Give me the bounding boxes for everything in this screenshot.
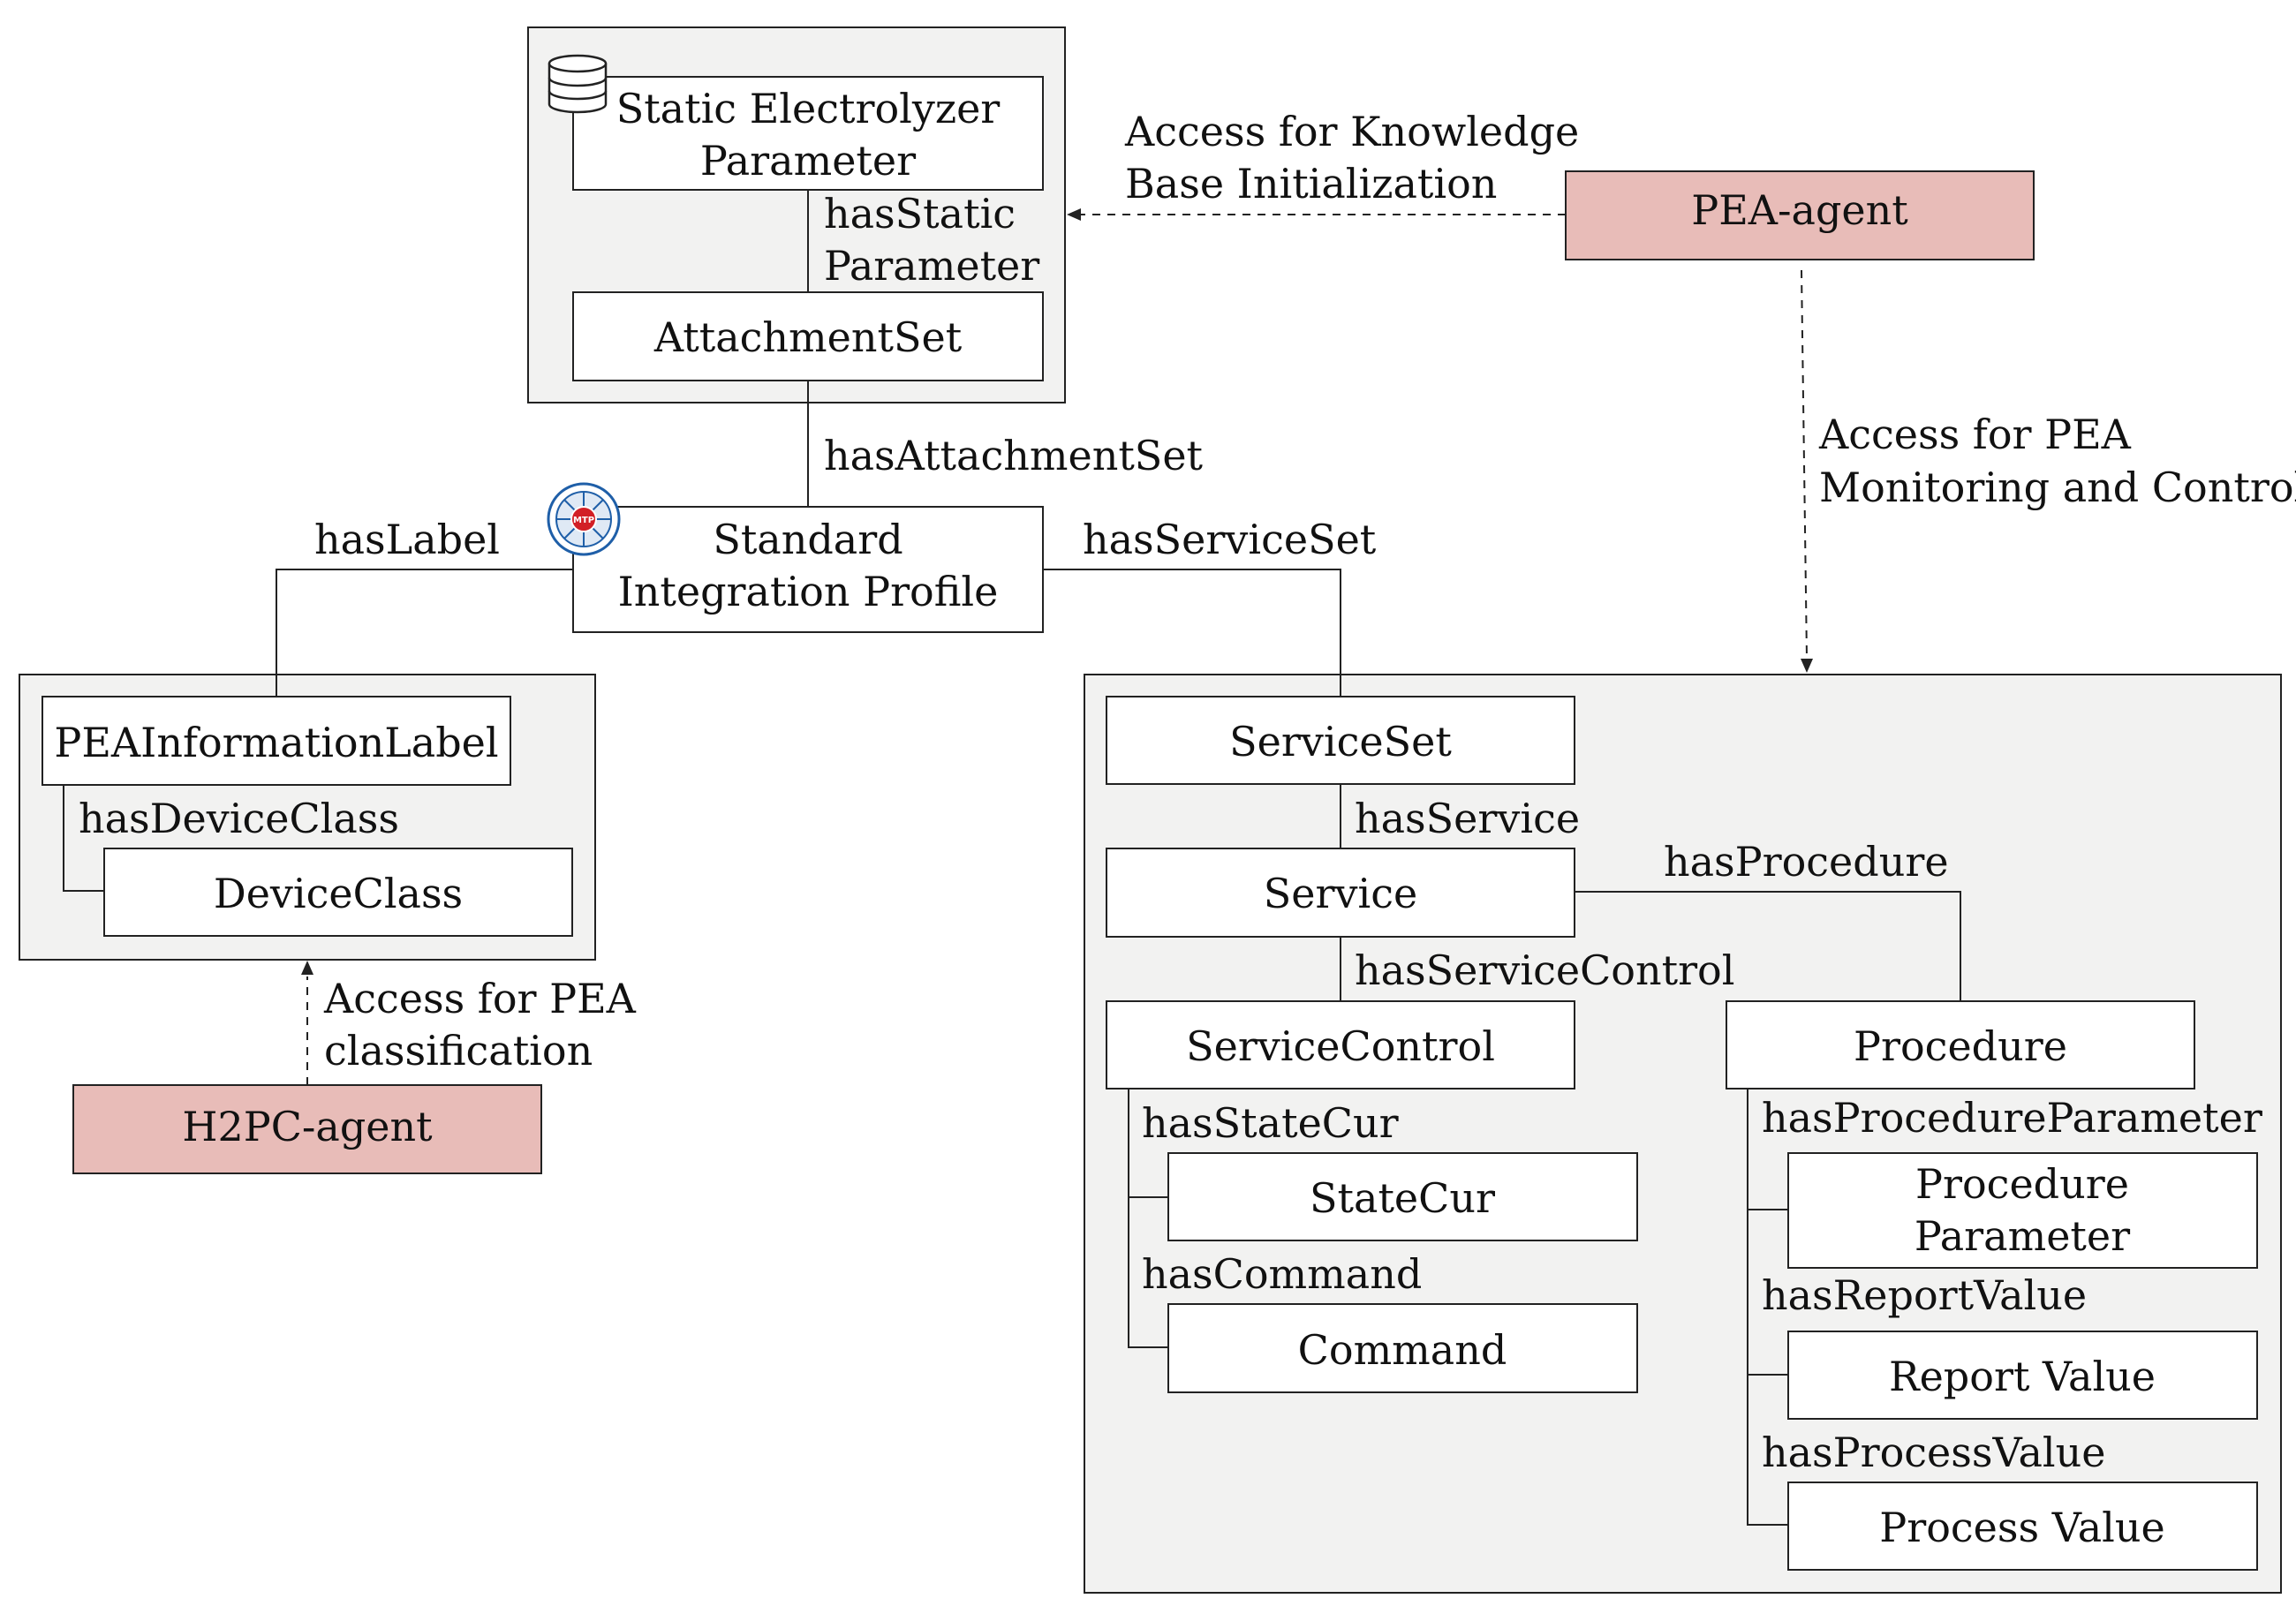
pea-information-label-box — [42, 696, 511, 786]
pea-agent-box — [1565, 170, 2035, 260]
device-class-label: DeviceClass — [214, 870, 463, 917]
process-value-label: Process Value — [1879, 1504, 2164, 1551]
sip-label-line1: Standard — [713, 516, 903, 563]
connectors — [63, 190, 1961, 1526]
sip-label-line2: Integration Profile — [618, 568, 999, 615]
database-icon — [548, 54, 608, 114]
procedure-label: Procedure — [1854, 1022, 2067, 1070]
has-command-label: hasCommand — [1142, 1250, 1422, 1298]
monitoring-access-line1: Access for PEA — [1818, 411, 2132, 458]
command-label: Command — [1298, 1326, 1507, 1374]
service-label: Service — [1264, 870, 1417, 917]
has-procedure-parameter-label: hasProcedureParameter — [1762, 1094, 2262, 1142]
service-control-label: ServiceControl — [1186, 1022, 1495, 1070]
kb-init-access-line2: Base Initialization — [1125, 160, 1497, 207]
report-value-box — [1787, 1331, 2258, 1420]
command-box — [1167, 1303, 1638, 1393]
process-value-box — [1787, 1482, 2258, 1571]
state-cur-label: StateCur — [1310, 1174, 1495, 1222]
service-control-box — [1106, 1000, 1575, 1090]
service-set-box — [1106, 696, 1575, 785]
monitoring-access-line2: Monitoring and Control — [1819, 464, 2296, 511]
service-set-label: ServiceSet — [1229, 718, 1452, 765]
has-service-label: hasService — [1355, 795, 1580, 842]
classification-access-line2: classification — [324, 1027, 593, 1074]
static-parameter-label-line1: Static Electrolyzer — [616, 85, 1001, 132]
has-static-parameter-line2: Parameter — [824, 242, 1039, 290]
h2pc-agent-label: H2PC-agent — [182, 1103, 433, 1150]
device-class-box — [103, 848, 573, 937]
has-procedure-label: hasProcedure — [1664, 838, 1949, 886]
h2pc-agent-box — [72, 1084, 542, 1174]
has-attachment-set-label: hasAttachmentSet — [824, 432, 1204, 479]
procedure-box — [1726, 1000, 2195, 1090]
procedure-parameter-label-line2: Parameter — [1915, 1212, 2130, 1260]
access-arrows — [306, 214, 1808, 1085]
service-box — [1106, 848, 1575, 938]
report-value-label: Report Value — [1889, 1353, 2156, 1400]
arrowheads — [301, 208, 1813, 975]
has-static-parameter-line1: hasStatic — [824, 190, 1016, 238]
static-electrolyzer-parameter-box — [572, 76, 1044, 191]
classification-access-line1: Access for PEA — [323, 975, 637, 1022]
state-cur-box — [1167, 1152, 1638, 1241]
has-device-class-label: hasDeviceClass — [79, 795, 399, 842]
mtp-logo-icon: MTP — [547, 482, 621, 556]
procedure-parameter-box — [1787, 1152, 2258, 1269]
has-process-value-label: hasProcessValue — [1762, 1429, 2105, 1476]
pea-agent-label: PEA-agent — [1691, 186, 1908, 234]
service-group — [1084, 674, 2282, 1594]
mtp-logo-text: MTP — [573, 516, 594, 525]
standard-integration-profile-box — [572, 506, 1044, 633]
has-label-label: hasLabel — [314, 516, 500, 563]
has-report-value-label: hasReportValue — [1762, 1271, 2087, 1319]
has-service-set-label: hasServiceSet — [1083, 516, 1377, 563]
attachment-set-label: AttachmentSet — [653, 313, 963, 361]
procedure-parameter-label-line1: Procedure — [1915, 1160, 2129, 1208]
pea-information-label-text: PEAInformationLabel — [54, 719, 498, 766]
attachment-set-box — [572, 291, 1044, 381]
has-service-control-label: hasServiceControl — [1355, 946, 1734, 994]
has-state-cur-label: hasStateCur — [1142, 1099, 1399, 1147]
kb-init-access-line1: Access for Knowledge — [1124, 108, 1579, 155]
static-parameter-label-line2: Parameter — [700, 137, 916, 185]
